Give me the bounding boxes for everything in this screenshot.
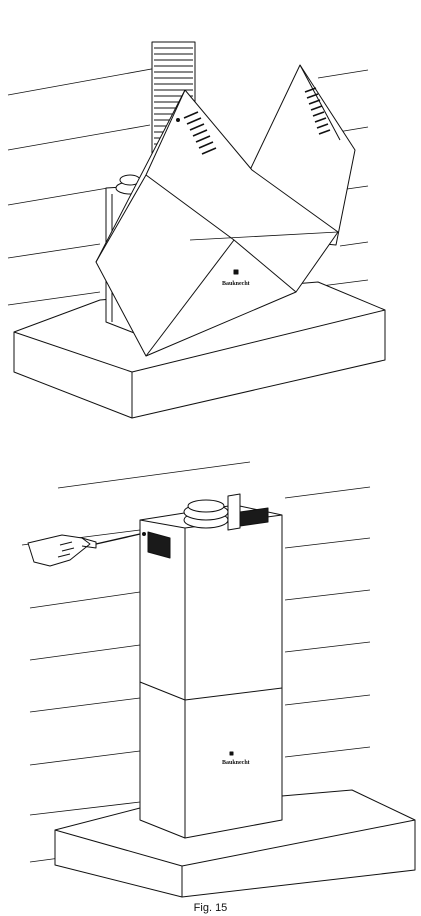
chimney-body: Bauknecht xyxy=(139,493,283,839)
brand-logo-top: Bauknecht xyxy=(222,281,250,287)
chimney-panel-front: Bauknecht xyxy=(95,89,339,357)
brand-logo-bottom: Bauknecht xyxy=(222,760,250,766)
hand-screwdriver xyxy=(27,533,141,567)
figure-caption: Fig. 15 xyxy=(193,902,228,914)
